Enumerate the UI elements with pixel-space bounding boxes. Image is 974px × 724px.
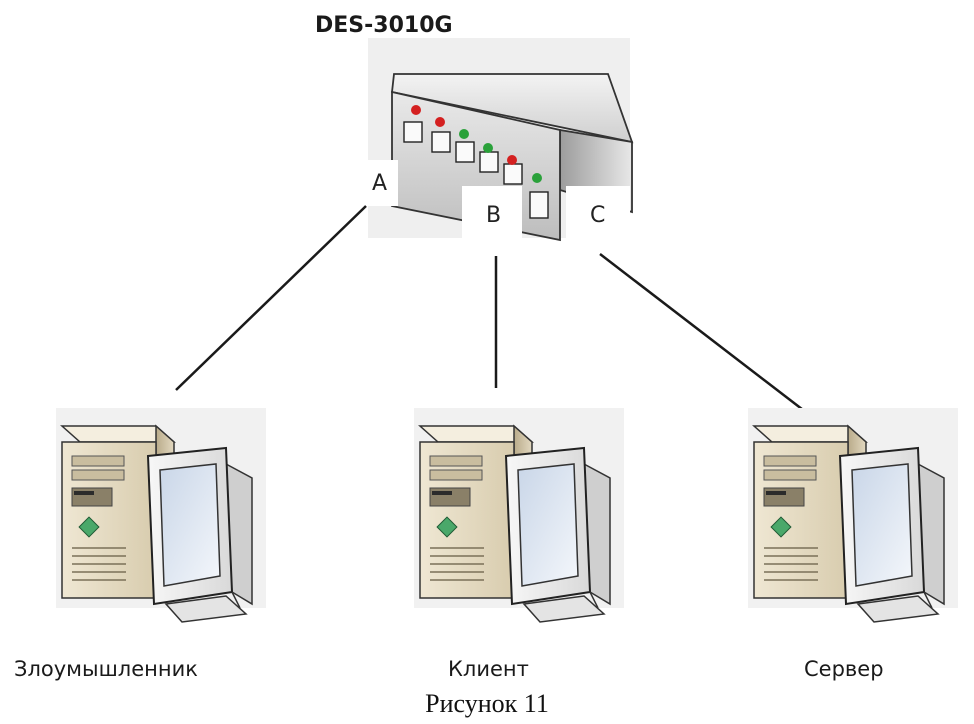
link-a-attacker — [175, 205, 367, 391]
link-c-server — [599, 253, 825, 427]
port-label-a: A — [372, 171, 387, 196]
led-red-icon — [411, 105, 421, 115]
switch-model-label: DES-3010G — [315, 13, 453, 38]
computer-client — [413, 407, 625, 623]
switch-ports — [403, 105, 549, 219]
led-green-icon — [532, 173, 542, 183]
computer-label-server: Сервер — [804, 657, 884, 681]
led-green-icon — [483, 143, 493, 153]
port-label-b: B — [486, 203, 501, 228]
computer-label-attacker: Злоумышленник — [14, 657, 198, 681]
computer-attacker — [55, 407, 267, 623]
figure-caption: Рисунок 11 — [425, 689, 549, 718]
computer-label-client: Клиент — [448, 657, 529, 681]
computer-server — [747, 407, 959, 623]
led-red-icon — [507, 155, 517, 165]
led-green-icon — [459, 129, 469, 139]
led-red-icon — [435, 117, 445, 127]
switch-device — [360, 38, 634, 242]
port-label-c: C — [590, 203, 605, 228]
